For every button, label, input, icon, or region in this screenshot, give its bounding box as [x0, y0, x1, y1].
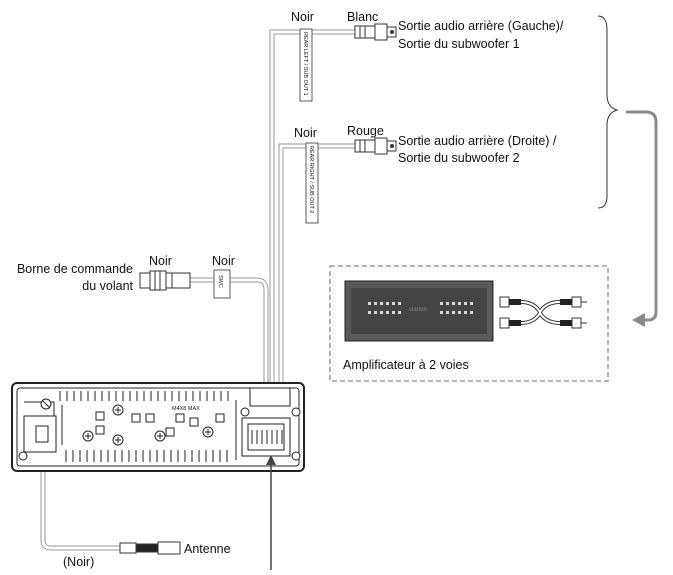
rear-left-wire-color: Noir — [291, 10, 314, 24]
svg-text:REAR RIGHT / SUB OUT 2: REAR RIGHT / SUB OUT 2 — [308, 146, 314, 213]
rear-right-cable-tag: REAR RIGHT / SUB OUT 2 — [305, 142, 319, 224]
connection-arrow — [626, 110, 658, 322]
svg-text:REAR LEFT / SUB OUT 1: REAR LEFT / SUB OUT 1 — [302, 32, 308, 96]
amplifier: clarion — [344, 280, 494, 342]
grouping-brace — [597, 15, 619, 209]
connection-arrow-head — [632, 313, 645, 327]
rear-left-label-line2: Sortie du subwoofer 1 — [398, 37, 520, 51]
rear-right-plug-color: Rouge — [347, 124, 384, 138]
head-unit-model: M4X8 MAX — [172, 406, 200, 412]
swc-label-line2: du volant — [82, 279, 133, 293]
amplifier-rca-cables — [499, 296, 587, 329]
svg-text:SWC: SWC — [217, 275, 223, 288]
swc-wire-color: Noir — [212, 254, 235, 268]
amplifier-box — [329, 265, 609, 382]
swc-cable-tag: SWC — [213, 269, 231, 299]
rear-left-cable — [269, 29, 356, 384]
swc-plug-color: Noir — [149, 254, 172, 268]
rear-right-label-line2: Sortie du subwoofer 2 — [398, 151, 520, 165]
rear-left-label-line1: Sortie audio arrière (Gauche)/ — [398, 19, 564, 33]
swc-cable — [190, 277, 269, 384]
rear-left-cable-tag: REAR LEFT / SUB OUT 1 — [299, 28, 313, 102]
rear-left-rca-plug — [354, 23, 397, 41]
harness-pointer-arrowhead — [266, 455, 276, 465]
amplifier-caption: Amplificateur à 2 voies — [343, 358, 469, 372]
amplifier-brand: clarion — [409, 307, 427, 313]
swc-plug — [139, 270, 191, 291]
rear-right-label-line1: Sortie audio arrière (Droite) / — [398, 134, 557, 148]
head-unit: M4X8 MAX — [11, 382, 305, 472]
antenna-plug — [119, 541, 181, 555]
rear-left-plug-color: Blanc — [347, 10, 378, 24]
antenna-label: Antenne — [184, 542, 231, 556]
swc-label-line1: Borne de commande — [17, 262, 133, 276]
antenna-color-label: (Noir) — [63, 555, 94, 569]
rear-right-wire-color: Noir — [294, 126, 317, 140]
antenna-cable — [40, 452, 122, 551]
rear-right-cable — [278, 143, 356, 384]
rear-right-rca-plug — [354, 137, 397, 155]
